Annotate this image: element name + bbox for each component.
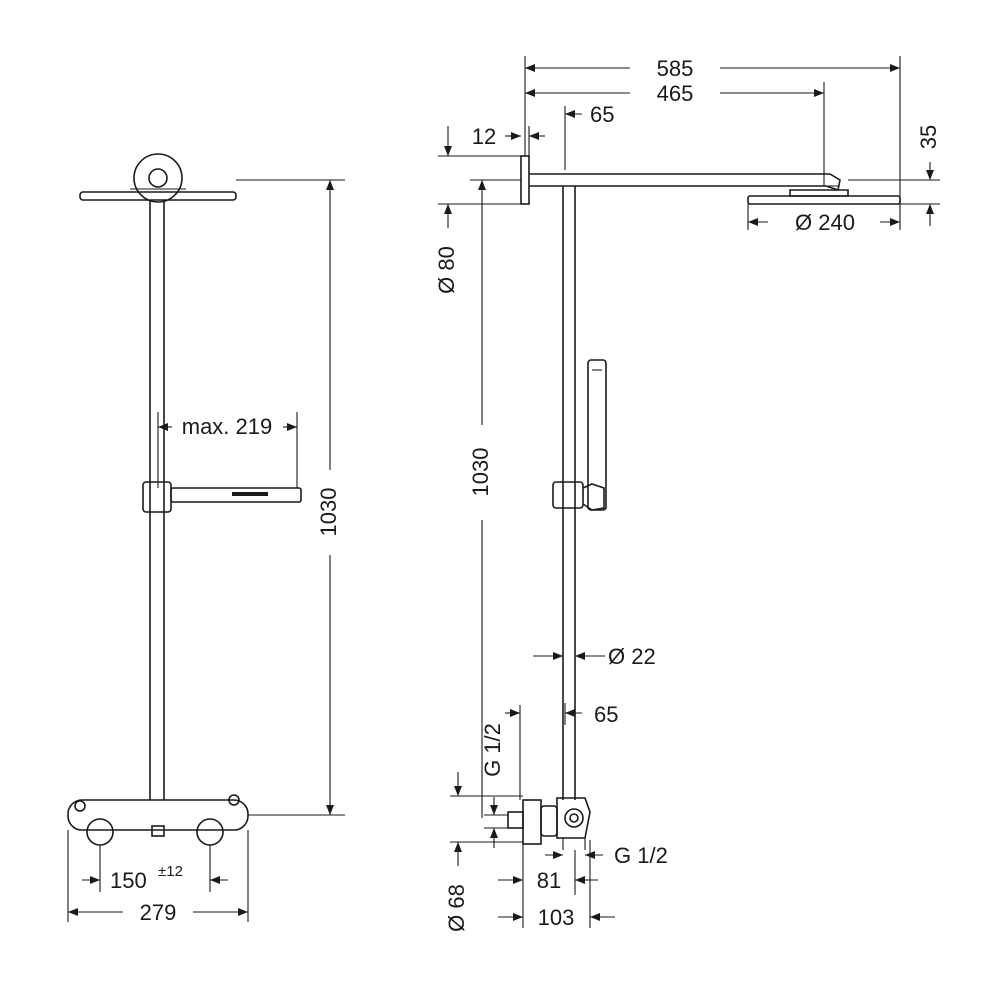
thread-horizontal-label: G 1/2 [614,843,668,868]
spacing-tolerance: ±12 [158,863,183,880]
side-height-dimension: 1030 [468,179,521,818]
overhead-head-profile [747,185,901,205]
depth-103-label: 103 [538,905,575,930]
arm-length-dimension: max. 219 [157,412,298,488]
rod-offset-bottom-label: 65 [594,702,618,727]
flange-diameter-label: Ø 80 [434,246,459,294]
thermostat-mixer [67,794,249,846]
thread-vertical-label: G 1/2 [480,723,505,777]
head-diameter-label: Ø 240 [795,210,855,235]
thread-horizontal-dimension: G 1/2 [545,843,668,868]
flange-and-rod-offset-dimension: 12 65 [472,102,614,170]
shower-arm [529,173,841,192]
head-diameter-dimension: Ø 240 [747,204,900,235]
head-height-label: 35 [916,125,941,149]
hand-shower-slider [142,481,302,513]
head-offset-dimension: 465 [525,81,825,186]
side-hand-shower [552,359,607,511]
riser-rod [149,200,165,800]
escutcheon-diameter-label: Ø 68 [444,884,469,932]
flange-label: 12 [472,124,496,149]
depth-81-dimension: 81 [498,844,598,928]
overhead-shower-head [79,153,237,203]
total-length-label: 585 [657,56,694,81]
width-dimension: 279 [67,830,249,925]
depth-103-dimension: 103 [498,840,615,930]
side-view: 585 465 12 65 35 [434,56,941,932]
rod-diameter-label: Ø 22 [608,644,656,669]
head-height-dimension: 35 [848,125,941,226]
spacing-label: 150 [110,868,147,893]
spacing-dimension: 150 ±12 [82,845,228,893]
escutcheon-diameter-dimension: Ø 68 [444,772,523,932]
front-view: 1030 max. 219 150 ±12 279 [67,153,345,925]
front-height-label: 1030 [316,488,341,537]
width-label: 279 [140,900,177,925]
side-riser-rod [562,186,576,800]
depth-81-label: 81 [537,868,561,893]
wall-flange [520,155,530,205]
side-height-label: 1030 [468,448,493,497]
rod-offset-bottom-dimension: 65 [505,702,618,800]
side-thermostat [507,797,591,850]
arm-length-label: max. 219 [182,414,273,439]
rod-diameter-dimension: Ø 22 [533,644,656,669]
rod-offset-top-label: 65 [590,102,614,127]
head-offset-label: 465 [657,81,694,106]
flange-diameter-dimension: Ø 80 [434,126,521,294]
total-length-dimension: 585 [524,56,901,230]
front-height-dimension: 1030 [236,179,345,816]
thread-vertical-dimension: G 1/2 [480,723,508,848]
